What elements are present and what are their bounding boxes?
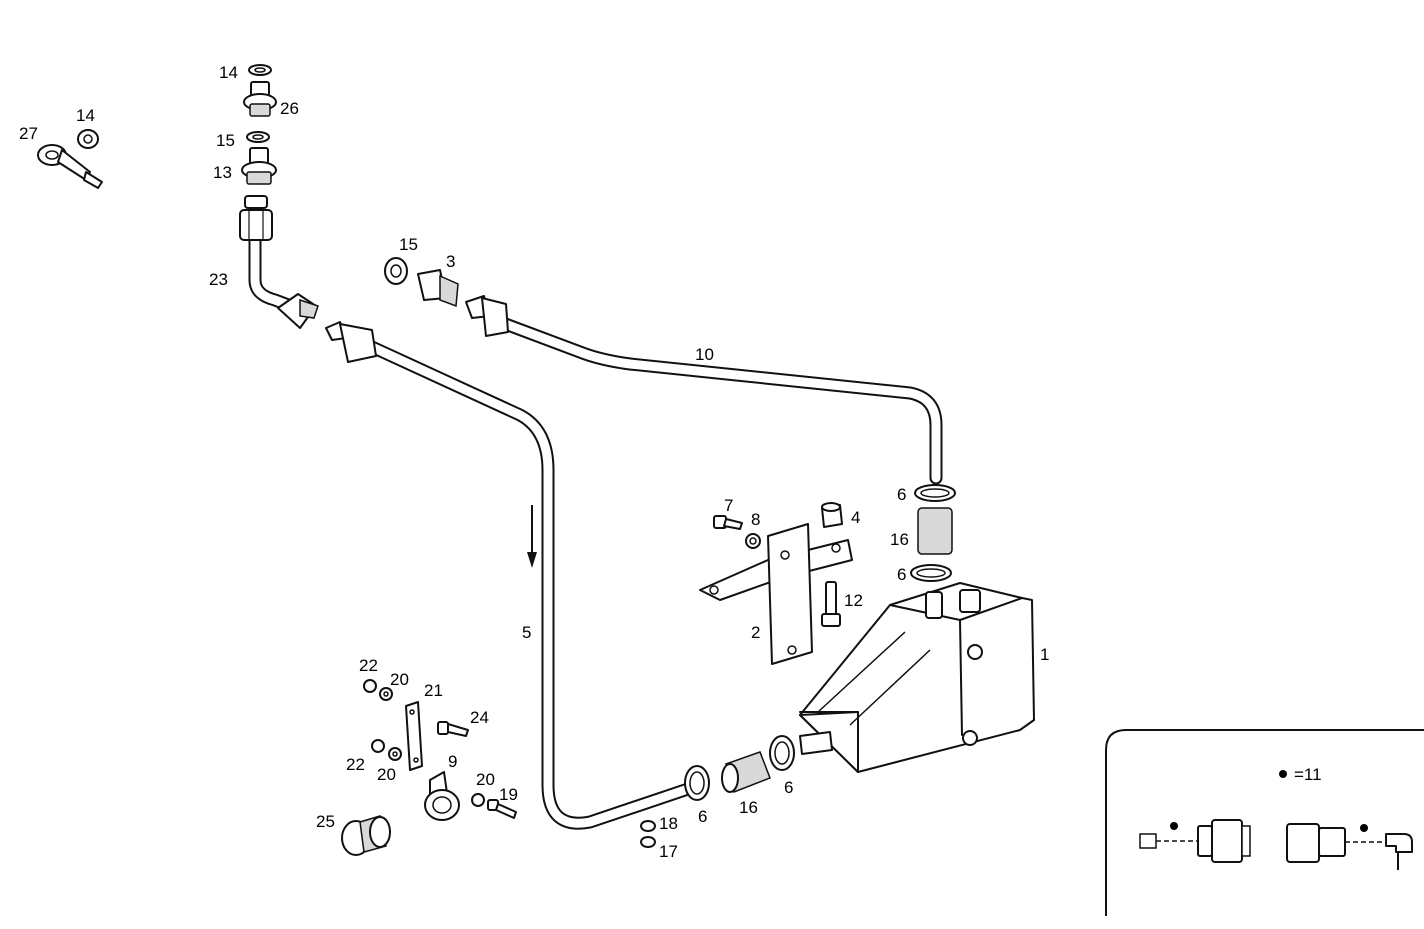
- hose-16-vertical: [917, 507, 953, 555]
- callout-20-mid: 20: [377, 765, 396, 784]
- callout-22-top: 22: [359, 656, 378, 675]
- callout-13: 13: [213, 163, 232, 182]
- callout-19: 19: [499, 785, 518, 804]
- callout-26: 26: [280, 99, 299, 118]
- hose-clamp-6-top: [914, 484, 956, 502]
- callout-24: 24: [470, 708, 489, 727]
- callout-15-mid: 15: [399, 235, 418, 254]
- callout-20-top: 20: [390, 670, 409, 689]
- callout-22-bottom: 22: [346, 755, 365, 774]
- callout-7: 7: [724, 496, 733, 515]
- washer-20-top: [379, 687, 393, 701]
- washer-8: [745, 533, 761, 549]
- callout-25: 25: [316, 812, 335, 831]
- strap-21: [405, 701, 423, 771]
- callout-12: 12: [844, 591, 863, 610]
- adaptor-3: [417, 269, 459, 308]
- legend-connector-right: [1286, 823, 1413, 870]
- bolt-24: [437, 721, 469, 737]
- legend-equation: =11: [1294, 765, 1322, 784]
- washer-20-right: [471, 793, 485, 807]
- callout-14-top: 14: [219, 63, 238, 82]
- washer-15-top: [246, 131, 270, 143]
- callout-3: 3: [446, 252, 455, 271]
- callout-2: 2: [751, 623, 760, 642]
- pipe-23: [248, 233, 303, 315]
- callout-17: 17: [659, 842, 678, 861]
- legend-dot-left-icon: [1170, 822, 1178, 830]
- washer-18: [640, 820, 656, 832]
- hose-16-horizontal: [721, 751, 771, 793]
- callout-16-vertical: 16: [890, 530, 909, 549]
- callout-6-top: 6: [897, 485, 906, 504]
- callout-labels: 1 2 3 4 5 6 6 6 6 7 8 9 10 12 13 14 14 1…: [19, 63, 1049, 861]
- callout-18: 18: [659, 814, 678, 833]
- flow-direction-arrow: [527, 505, 537, 568]
- banjo-fitting-27: [37, 144, 103, 189]
- callout-1: 1: [1040, 645, 1049, 664]
- pipe-5-nut: [325, 321, 377, 363]
- clip-9: [424, 771, 460, 821]
- washer-20-mid: [388, 747, 402, 761]
- callout-4: 4: [851, 508, 860, 527]
- pipe-10: [493, 315, 943, 485]
- callout-16-horizontal: 16: [739, 798, 758, 817]
- union-nut-23: [277, 293, 319, 329]
- oil-reservoir-1: [799, 582, 1035, 773]
- callout-9: 9: [448, 752, 457, 771]
- callout-15-top: 15: [216, 131, 235, 150]
- pipe-23-nut: [239, 195, 273, 241]
- banjo-bolt-26: [243, 81, 277, 117]
- callout-5: 5: [522, 623, 531, 642]
- callout-8: 8: [751, 510, 760, 529]
- callout-23: 23: [209, 270, 228, 289]
- bolt-19: [487, 799, 517, 819]
- hose-clamp-6-lower: [910, 564, 952, 582]
- hose-clamp-6-right: [769, 735, 795, 771]
- callout-14-left: 14: [76, 106, 95, 125]
- union-13: [241, 147, 277, 185]
- legend-connector-left: [1139, 819, 1251, 863]
- washer-14-top: [248, 64, 272, 76]
- bracket-2: [699, 523, 853, 665]
- callout-6-left: 6: [698, 807, 707, 826]
- legend-box: =11: [1105, 729, 1424, 916]
- pipe-5: [365, 340, 692, 830]
- nut-22-bottom: [371, 739, 385, 753]
- callout-10: 10: [695, 345, 714, 364]
- washer-15-mid: [384, 257, 408, 285]
- pipe-10-nut: [465, 295, 509, 337]
- nut-4: [821, 502, 843, 528]
- nut-22-top: [363, 679, 377, 693]
- bolt-7: [713, 515, 743, 530]
- nut-17: [640, 836, 656, 848]
- grommet-25: [341, 815, 391, 856]
- legend-dot-icon: [1279, 770, 1287, 778]
- callout-6-lower: 6: [897, 565, 906, 584]
- bolt-12: [821, 581, 841, 627]
- callout-6-right: 6: [784, 778, 793, 797]
- callout-21: 21: [424, 681, 443, 700]
- callout-27: 27: [19, 124, 38, 143]
- hose-clamp-6-left: [684, 765, 710, 801]
- washer-14-left: [77, 129, 99, 149]
- callout-20-right: 20: [476, 770, 495, 789]
- legend-dot-right-icon: [1360, 824, 1368, 832]
